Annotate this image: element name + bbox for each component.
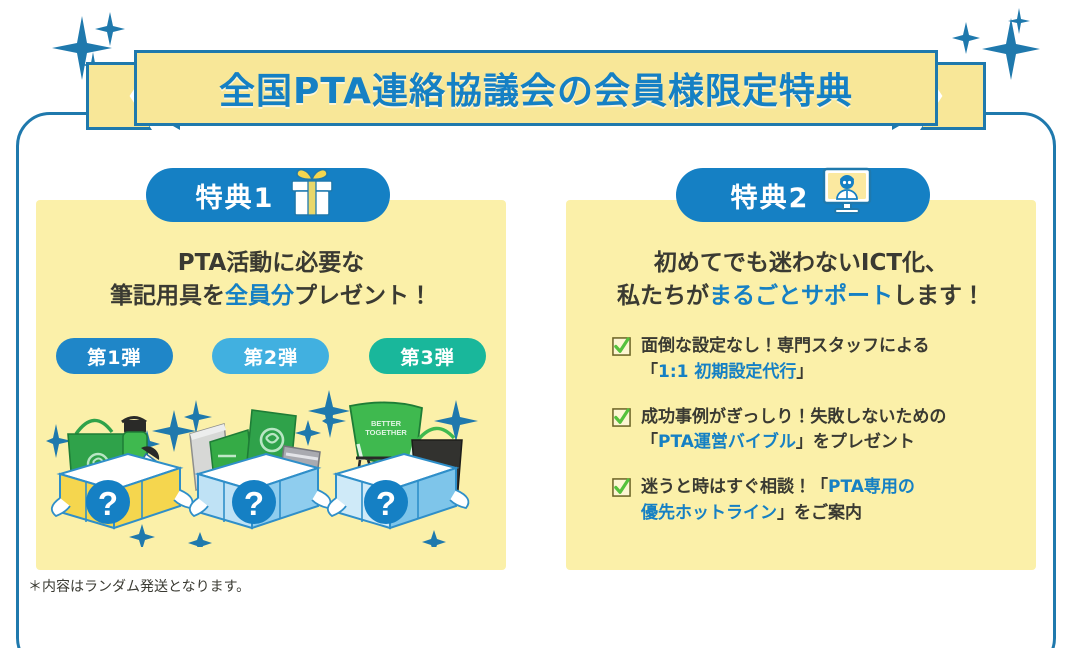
benefit-one-headline-line1: PTA活動に必要な [177, 250, 365, 276]
wave-badge-3: 第3弾 [369, 338, 487, 374]
checklist-pre: 迷うと時はすぐ相談！「 [641, 477, 828, 498]
wave-badge-label: 第2弾 [243, 346, 299, 369]
checklist-line2: 「PTA運営バイブル」をプレゼント [641, 430, 946, 456]
checkbox-checked-icon [612, 337, 631, 356]
support-monitor-icon [823, 167, 872, 214]
banner-title: 全国PTA連絡協議会の会員様限定特典 [218, 71, 853, 112]
benefit-two-headline: 初めてでも迷わないICT化、 私たちがまるごとサポートします！ [566, 247, 1036, 312]
checklist-line1: 成功事例がぎっしり！失敗しないための [641, 406, 947, 427]
gift-box-question-badge: ? [98, 485, 118, 522]
wave-badge-label: 第1弾 [87, 346, 142, 369]
checklist-post: 」 [796, 361, 814, 382]
checklist-item-text: 面倒な設定なし！専門スタッフによる 「1:1 初期設定代行」 [641, 334, 930, 386]
banner-ribbon: 全国PTA連絡協議会の会員様限定特典 [86, 50, 986, 142]
benefit-two-panel [566, 200, 1036, 570]
checklist-line2: 「1:1 初期設定代行」 [641, 360, 930, 386]
benefit-one-label: 特典1 [195, 182, 275, 214]
benefit-one-header: 特典1 [146, 168, 390, 222]
benefit-two-headline-line2: 私たちがまるごとサポートします！ [566, 280, 1036, 313]
chair-text-line1: BETTER [371, 419, 402, 428]
gift-box-question-badge: ? [376, 485, 396, 522]
benefit-one-headline-line2: 筆記用具を全員分プレゼント！ [36, 280, 506, 313]
checklist-post: 」をご案内 [777, 503, 862, 524]
checklist-item: 成功事例がぎっしり！失敗しないための 「PTA運営バイブル」をプレゼント [612, 405, 1024, 457]
checklist-item: 面倒な設定なし！専門スタッフによる 「1:1 初期設定代行」 [612, 334, 1024, 386]
checklist-highlight: PTA専用の [828, 477, 915, 498]
gift-box-icon [291, 168, 334, 216]
footnote-text: ＊内容はランダム発送となります。 [28, 579, 251, 595]
chair-text-line2: TOGETHER [365, 428, 407, 437]
banner-plate: 全国PTA連絡協議会の会員様限定特典 [134, 50, 938, 126]
benefit-one-headline: PTA活動に必要な 筆記用具を全員分プレゼント！ [36, 247, 506, 312]
checklist-pre: 「 [641, 432, 658, 453]
checkbox-checked-icon [612, 478, 631, 498]
checklist-highlight: 優先ホットライン [641, 503, 777, 524]
benefit-two-header: 特典2 [676, 167, 930, 222]
wave-badge-1: 第1弾 [55, 338, 173, 374]
headline-highlight: まるごとサポート [709, 282, 893, 309]
benefit-two-label: 特典2 [730, 182, 810, 214]
checklist-post: 」をプレゼント [795, 432, 915, 453]
gift-box-question-badge: ? [244, 485, 264, 522]
headline-post: プレゼント！ [294, 282, 432, 309]
sparkle-icon [1008, 8, 1030, 34]
checklist-line1: 迷うと時はすぐ相談！「PTA専用の [641, 475, 915, 501]
checklist-item-text: 迷うと時はすぐ相談！「PTA専用の 優先ホットライン」をご案内 [641, 475, 915, 527]
headline-post: します！ [893, 282, 985, 309]
benefit-two-checklist: 面倒な設定なし！専門スタッフによる 「1:1 初期設定代行」 成功事例がぎっしり… [612, 334, 1024, 546]
headline-pre: 私たちが [617, 282, 709, 309]
checklist-highlight: PTA運営バイブル [658, 432, 796, 453]
checkbox-checked-icon [612, 407, 631, 427]
benefit-two-headline-line1: 初めてでも迷わないICT化、 [653, 250, 949, 276]
sparkle-icon [982, 18, 1040, 80]
sparkle-icon [95, 12, 125, 46]
checklist-item-text: 成功事例がぎっしり！失敗しないための 「PTA運営バイブル」をプレゼント [641, 405, 946, 457]
wave-badge-label: 第3弾 [400, 346, 455, 369]
gift-box-wave-3: BETTER TOGETHER ? [322, 400, 478, 547]
checklist-pre: 「 [641, 361, 658, 382]
checklist-line2: 優先ホットライン」をご案内 [641, 501, 915, 527]
checklist-item: 迷うと時はすぐ相談！「PTA専用の 優先ホットライン」をご案内 [612, 475, 1024, 527]
checklist-line1: 面倒な設定なし！専門スタッフによる [641, 336, 930, 356]
wave-badge-row: 第1弾 第2弾 第3弾 [36, 338, 506, 374]
checklist-highlight: 1:1 初期設定代行 [658, 361, 797, 382]
headline-highlight: 全員分 [225, 282, 294, 309]
wave-badge-2: 第2弾 [212, 338, 330, 374]
gift-box-row: ? ? [36, 382, 506, 547]
headline-pre: 筆記用具を [110, 282, 225, 309]
